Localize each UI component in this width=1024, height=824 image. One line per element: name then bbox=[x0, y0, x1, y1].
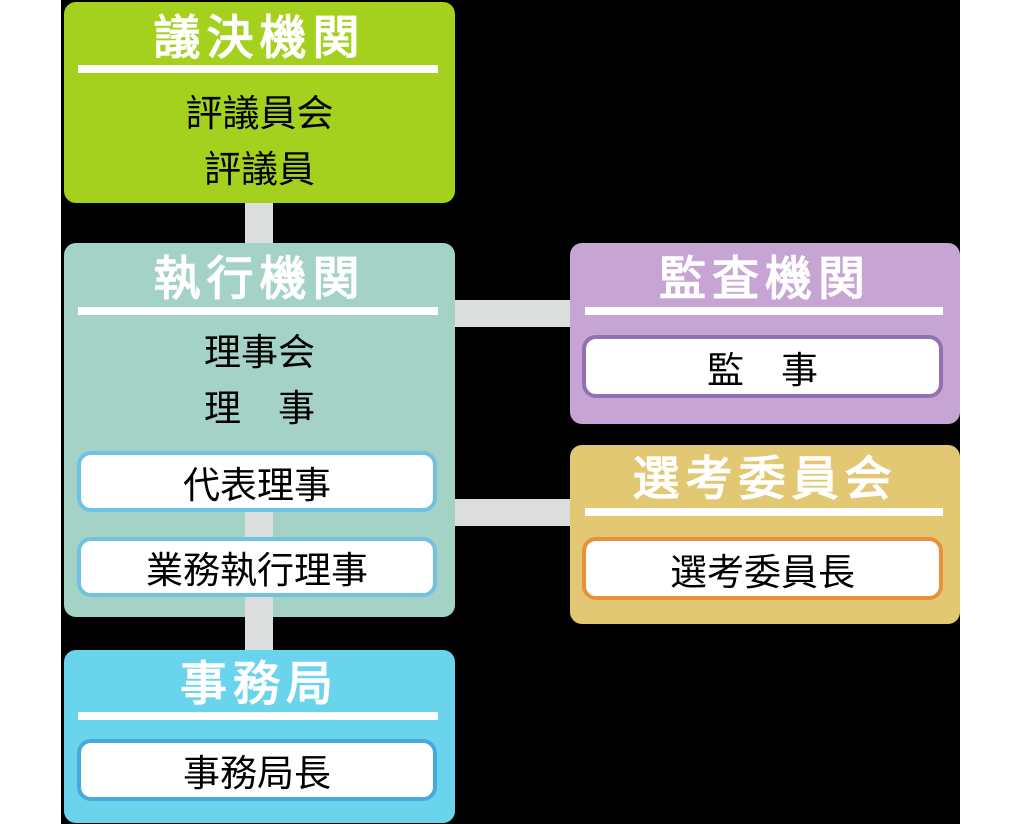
title-underline bbox=[78, 712, 438, 720]
connector-decision-to-executive bbox=[245, 203, 273, 243]
sub-box-executive-director: 業務執行理事 bbox=[77, 537, 437, 597]
sub-box-selection-chair: 選考委員長 bbox=[582, 537, 943, 600]
title-underline bbox=[78, 307, 438, 315]
connector-executive-to-audit bbox=[455, 300, 570, 327]
connector-executive-to-selection bbox=[455, 499, 570, 526]
box-selection-committee: 選考委員会 選考委員長 bbox=[570, 445, 960, 624]
member-label: 評議員 bbox=[204, 149, 315, 190]
title-underline bbox=[585, 508, 943, 516]
sub-box-auditor: 監 事 bbox=[582, 335, 943, 398]
box-decision-body: 議決機関 評議員会 評議員 bbox=[64, 2, 455, 203]
member-label: 理 事 bbox=[204, 388, 315, 429]
box-secretariat: 事務局 事務局長 bbox=[64, 650, 455, 823]
box-audit-body: 監査機関 監 事 bbox=[570, 243, 960, 424]
title-underline bbox=[78, 65, 438, 73]
box-title: 議決機関 bbox=[153, 11, 366, 64]
box-title: 執行機関 bbox=[153, 252, 366, 305]
connector-representative-to-executive-director bbox=[245, 512, 273, 537]
member-label: 評議員会 bbox=[185, 93, 334, 134]
box-title: 監査機関 bbox=[659, 252, 871, 305]
sub-box-secretary-general: 事務局長 bbox=[77, 739, 437, 801]
title-underline bbox=[585, 307, 943, 315]
connector-executive-to-secretariat bbox=[245, 597, 273, 650]
member-label: 理事会 bbox=[204, 332, 315, 373]
box-executive-body: 執行機関 理事会 理 事 代表理事 業務執行理事 bbox=[64, 243, 455, 617]
sub-box-representative-director: 代表理事 bbox=[77, 451, 437, 512]
box-title: 事務局 bbox=[180, 657, 339, 710]
box-title: 選考委員会 bbox=[632, 452, 898, 505]
